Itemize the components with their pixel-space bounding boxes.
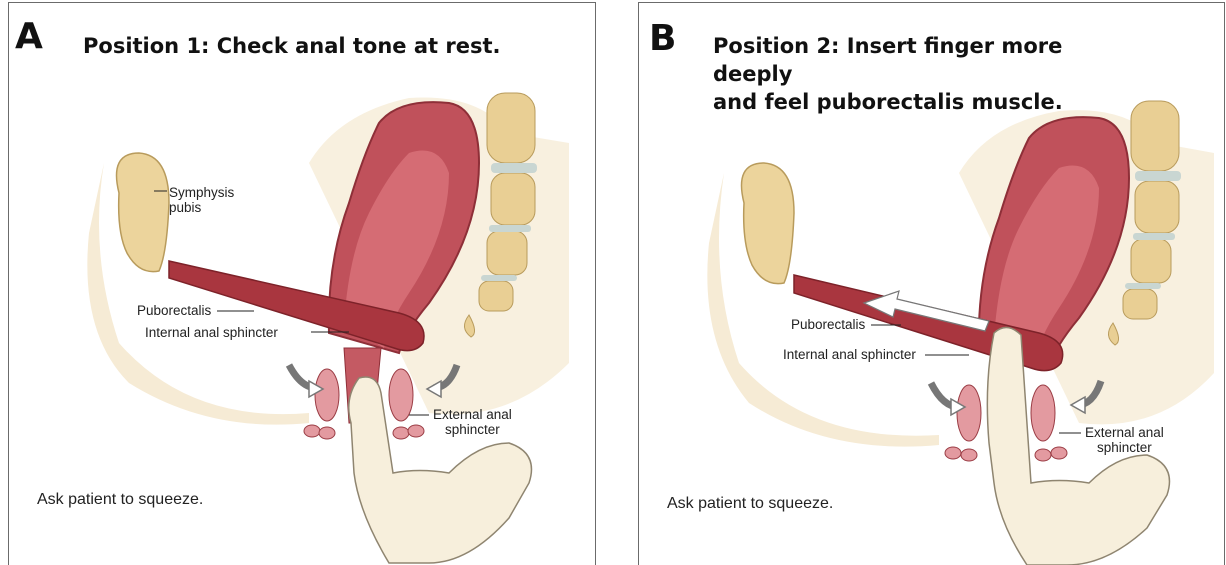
instruction-text: Ask patient to squeeze. xyxy=(37,491,203,509)
panel-title: Position 1: Check anal tone at rest. xyxy=(83,32,501,60)
label-internal-anal-sphincter: Internal anal sphincter xyxy=(783,347,916,362)
symphysis-pubis-bone xyxy=(117,153,170,272)
panel-letter: B xyxy=(649,21,676,57)
instruction-text: Ask patient to squeeze. xyxy=(667,495,833,513)
label-internal-anal-sphincter: Internal anal sphincter xyxy=(145,325,278,340)
label-puborectalis: Puborectalis xyxy=(137,303,211,318)
label-puborectalis: Puborectalis xyxy=(791,317,865,332)
panel-a: A Position 1: Check anal tone at rest. S… xyxy=(8,2,596,565)
symphysis-pubis-bone xyxy=(742,163,795,284)
anatomy-illustration-a xyxy=(9,3,595,565)
panel-letter: A xyxy=(15,19,43,55)
